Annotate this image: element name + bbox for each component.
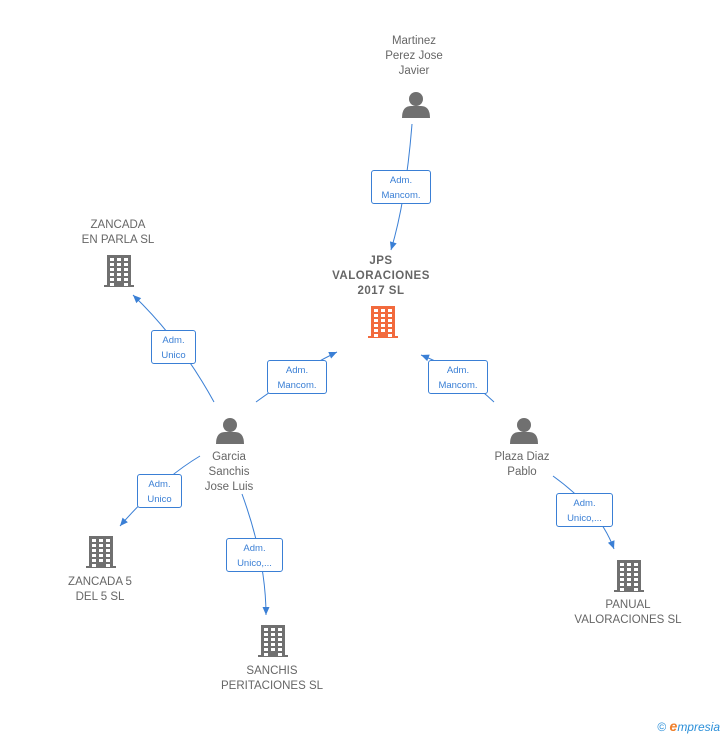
node-label-jps[interactable]: JPS VALORACIONES 2017 SL — [332, 254, 430, 299]
copyright-symbol: © — [657, 720, 667, 734]
node-label-zancada_parla[interactable]: ZANCADA EN PARLA SL — [82, 218, 155, 248]
node-label-line: DEL 5 SL — [75, 591, 125, 603]
node-label-line: VALORACIONES — [332, 270, 430, 282]
edge-label-garcia-jps[interactable]: Adm. Mancom. — [267, 360, 327, 394]
node-label-line: SANCHIS — [246, 665, 298, 677]
person-icon-martinez[interactable] — [402, 92, 430, 118]
edge-label-line: Adm. — [573, 498, 596, 509]
edge-label-plaza-jps[interactable]: Adm. Mancom. — [428, 360, 488, 394]
node-label-line: 2017 SL — [357, 285, 405, 297]
person-icon-plaza[interactable] — [510, 418, 538, 444]
building-icon-zancada_parla[interactable] — [104, 255, 134, 287]
edge-label-line: Mancom. — [277, 380, 317, 391]
brand-e: e — [669, 718, 678, 734]
brand-name: mpresia — [677, 720, 720, 734]
edge-label-line: Unico — [147, 494, 172, 505]
node-label-line: ZANCADA 5 — [68, 576, 132, 588]
edge-label-line: Adm. — [389, 175, 413, 186]
edge-label-line: Unico,... — [567, 513, 602, 524]
node-label-line: Garcia — [212, 451, 246, 463]
edge-label-line: Mancom. — [381, 190, 421, 201]
edge-label-line: Unico,... — [237, 558, 272, 569]
edge-arrowhead-garcia-zancada_parla — [133, 295, 142, 304]
edge-arrowhead-plaza-panual — [607, 540, 615, 549]
edge-arrowhead-martinez-jps — [389, 241, 397, 250]
node-label-line: JPS — [369, 255, 393, 267]
edge-label-line: Unico — [161, 350, 186, 361]
edge-label-line: Adm. — [243, 543, 266, 554]
edge-label-line: Adm. — [285, 365, 309, 376]
node-label-panual[interactable]: PANUAL VALORACIONES SL — [574, 598, 681, 628]
node-label-line: Martinez — [391, 35, 437, 47]
node-label-zancada5[interactable]: ZANCADA 5 DEL 5 SL — [68, 575, 132, 605]
node-label-line: ZANCADA — [90, 219, 146, 231]
footer-brand[interactable]: © empresia — [657, 718, 720, 734]
edge-label-garcia-zancada_parla[interactable]: Adm. Unico — [151, 330, 196, 364]
edge-arrowhead-garcia-sanchis — [262, 607, 270, 615]
building-icon-sanchis[interactable] — [258, 625, 288, 657]
edge-label-line: Adm. — [446, 365, 470, 376]
edge-label-martinez-jps[interactable]: Adm. Mancom. — [371, 170, 431, 204]
node-label-line: Plaza Diaz — [494, 451, 550, 463]
node-label-line: Sanchis — [208, 466, 250, 478]
edge-label-line: Adm. — [148, 479, 171, 490]
building-icon-zancada5[interactable] — [86, 536, 116, 568]
node-label-line: Jose Luis — [204, 481, 254, 493]
node-label-line: PERITACIONES SL — [220, 680, 324, 692]
node-label-line: VALORACIONES SL — [574, 614, 682, 626]
edge-arrowhead-garcia-zancada5 — [120, 517, 128, 526]
building-icon-panual[interactable] — [614, 560, 644, 592]
node-label-line: Perez Jose — [385, 50, 443, 62]
node-label-line: Javier — [398, 65, 430, 77]
node-label-line: PANUAL — [605, 599, 651, 611]
node-label-sanchis[interactable]: SANCHIS PERITACIONES SL — [221, 664, 323, 694]
edge-label-garcia-sanchis[interactable]: Adm. Unico,... — [226, 538, 283, 572]
edge-label-garcia-zancada5[interactable]: Adm. Unico — [137, 474, 182, 508]
edge-arrowhead-plaza-jps — [421, 354, 430, 362]
building-icon-jps[interactable] — [368, 306, 398, 338]
edge-label-line: Mancom. — [438, 380, 478, 391]
node-label-line: EN PARLA SL — [81, 234, 155, 246]
person-icon-garcia[interactable] — [216, 418, 244, 444]
edge-arrowhead-garcia-jps — [328, 352, 337, 359]
node-label-line: Pablo — [507, 466, 537, 478]
edge-label-line: Adm. — [162, 335, 185, 346]
edge-label-plaza-panual[interactable]: Adm. Unico,... — [556, 493, 613, 527]
